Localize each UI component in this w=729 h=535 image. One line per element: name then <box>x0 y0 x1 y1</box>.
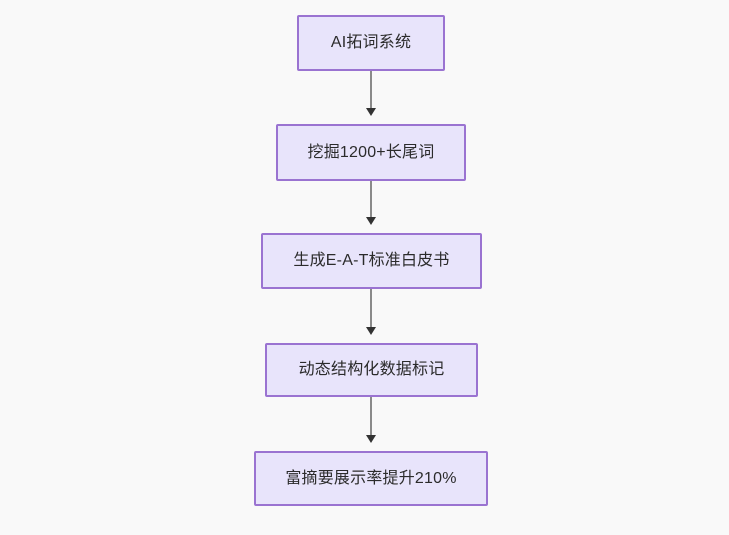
edge-line <box>370 181 372 217</box>
flow-node-label: 生成E-A-T标准白皮书 <box>293 252 450 269</box>
edge-line <box>370 289 372 327</box>
edge-line <box>370 397 372 435</box>
flow-node-5[interactable]: 富摘要展示率提升210% <box>254 451 488 506</box>
arrowhead-icon <box>366 108 376 116</box>
flow-node-3[interactable]: 生成E-A-T标准白皮书 <box>261 233 482 289</box>
flow-node-label: 动态结构化数据标记 <box>298 361 445 378</box>
flow-node-1[interactable]: AI拓词系统 <box>297 15 445 71</box>
flow-node-label: 富摘要展示率提升210% <box>285 469 457 487</box>
arrowhead-icon <box>366 327 376 335</box>
edge-line <box>370 71 372 108</box>
arrowhead-icon <box>366 217 376 225</box>
flow-node-2[interactable]: 挖掘1200+长尾词 <box>276 124 466 181</box>
flow-node-label: AI拓词系统 <box>330 34 412 51</box>
arrowhead-icon <box>366 435 376 443</box>
flow-node-label: 挖掘1200+长尾词 <box>307 143 435 161</box>
flow-node-4[interactable]: 动态结构化数据标记 <box>265 343 478 397</box>
